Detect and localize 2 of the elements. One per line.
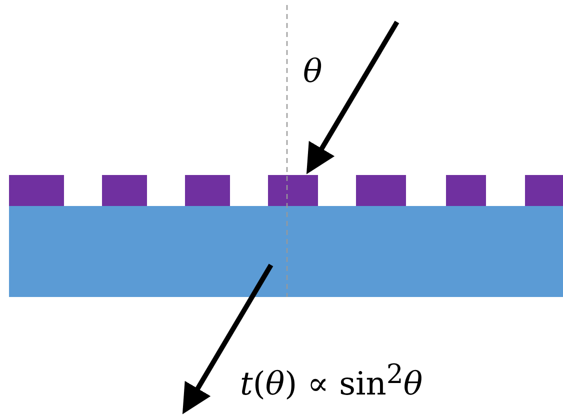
angle-label: θ bbox=[303, 55, 322, 87]
formula-label: t(θ) ∝ sin$^{2}$θ bbox=[240, 362, 423, 400]
